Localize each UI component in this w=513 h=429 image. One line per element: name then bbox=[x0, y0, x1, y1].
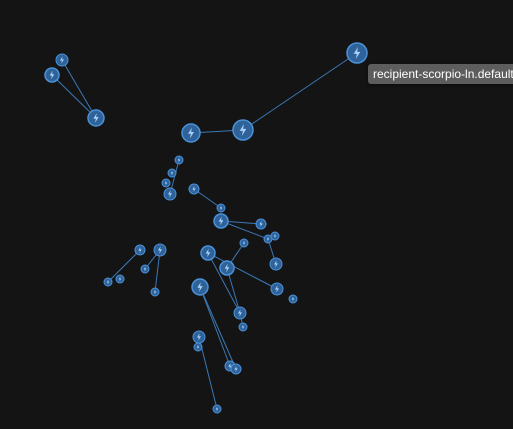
graph-node[interactable] bbox=[192, 330, 206, 344]
graph-node[interactable] bbox=[230, 363, 242, 375]
graph-edge bbox=[61, 59, 97, 119]
lightning-bolt-icon bbox=[153, 289, 157, 295]
graph-node[interactable] bbox=[150, 287, 160, 297]
graph-node[interactable] bbox=[103, 277, 113, 287]
lightning-bolt-icon bbox=[353, 47, 361, 59]
graph-edge bbox=[207, 252, 241, 314]
graph-edge bbox=[107, 249, 141, 283]
graph-node[interactable] bbox=[233, 306, 247, 320]
lightning-bolt-icon bbox=[168, 190, 172, 198]
lightning-bolt-icon bbox=[239, 124, 247, 136]
lightning-bolt-icon bbox=[196, 344, 200, 350]
graph-node[interactable] bbox=[255, 218, 267, 230]
lightning-bolt-icon bbox=[192, 186, 196, 192]
graph-edge bbox=[51, 74, 97, 119]
graph-node[interactable] bbox=[191, 278, 209, 296]
lightning-bolt-icon bbox=[188, 127, 194, 139]
lightning-bolt-icon bbox=[266, 236, 270, 242]
graph-edge bbox=[226, 267, 241, 314]
graph-edge bbox=[220, 220, 269, 240]
graph-node[interactable] bbox=[232, 119, 254, 141]
lightning-bolt-icon bbox=[158, 246, 162, 254]
graph-node[interactable] bbox=[216, 203, 226, 213]
lightning-bolt-icon bbox=[170, 170, 174, 176]
graph-node[interactable] bbox=[163, 187, 177, 201]
graph-node[interactable] bbox=[181, 123, 201, 143]
graph-node[interactable] bbox=[270, 282, 284, 296]
lightning-bolt-icon bbox=[274, 260, 278, 268]
lightning-bolt-icon bbox=[234, 366, 238, 372]
node-tooltip: recipient-scorpio-ln.default bbox=[368, 64, 513, 84]
lightning-bolt-icon bbox=[138, 247, 142, 253]
lightning-bolt-icon bbox=[60, 56, 64, 64]
graph-node[interactable] bbox=[174, 155, 184, 165]
lightning-bolt-icon bbox=[259, 221, 263, 227]
graph-edge bbox=[193, 188, 222, 209]
graph-node[interactable] bbox=[153, 243, 167, 257]
graph-node[interactable] bbox=[213, 213, 229, 229]
graph-edge bbox=[199, 286, 237, 370]
lightning-bolt-icon bbox=[228, 363, 232, 369]
lightning-bolt-icon bbox=[273, 233, 277, 239]
graph-node[interactable] bbox=[44, 67, 60, 83]
lightning-bolt-icon bbox=[219, 205, 223, 211]
lightning-bolt-icon bbox=[177, 157, 181, 163]
lightning-bolt-icon bbox=[106, 279, 110, 285]
graph-node[interactable] bbox=[212, 404, 222, 414]
graph-node[interactable] bbox=[55, 53, 69, 67]
lightning-bolt-icon bbox=[275, 285, 279, 293]
graph-edge bbox=[154, 249, 161, 293]
lightning-bolt-icon bbox=[197, 282, 203, 292]
graph-node[interactable] bbox=[238, 322, 248, 332]
graph-node[interactable] bbox=[115, 274, 125, 284]
graph-node[interactable] bbox=[346, 42, 368, 64]
lightning-bolt-icon bbox=[49, 70, 55, 80]
graph-node[interactable] bbox=[239, 238, 249, 248]
graph-node[interactable] bbox=[269, 257, 283, 271]
lightning-bolt-icon bbox=[93, 113, 99, 123]
lightning-bolt-icon bbox=[215, 406, 219, 412]
lightning-bolt-icon bbox=[241, 324, 245, 330]
lightning-bolt-icon bbox=[143, 266, 147, 272]
lightning-bolt-icon bbox=[291, 296, 295, 302]
lightning-bolt-icon bbox=[205, 248, 211, 258]
lightning-bolt-icon bbox=[238, 309, 242, 317]
graph-edge bbox=[199, 286, 231, 367]
graph-node[interactable] bbox=[288, 294, 298, 304]
graph-node[interactable] bbox=[140, 264, 150, 274]
graph-node[interactable] bbox=[193, 342, 203, 352]
lightning-bolt-icon bbox=[242, 240, 246, 246]
graph-edge bbox=[207, 252, 278, 290]
lightning-bolt-icon bbox=[197, 333, 201, 341]
lightning-bolt-icon bbox=[218, 216, 224, 226]
graph-node[interactable] bbox=[161, 178, 171, 188]
lightning-bolt-icon bbox=[118, 276, 122, 282]
graph-node[interactable] bbox=[167, 168, 177, 178]
lightning-bolt-icon bbox=[164, 180, 168, 186]
graph-node[interactable] bbox=[270, 231, 280, 241]
graph-node[interactable] bbox=[200, 245, 216, 261]
graph-node[interactable] bbox=[188, 183, 200, 195]
lightning-bolt-icon bbox=[224, 263, 230, 273]
graph-node[interactable] bbox=[87, 109, 105, 127]
graph-edge bbox=[242, 52, 358, 131]
graph-node[interactable] bbox=[219, 260, 235, 276]
graph-node[interactable] bbox=[134, 244, 146, 256]
